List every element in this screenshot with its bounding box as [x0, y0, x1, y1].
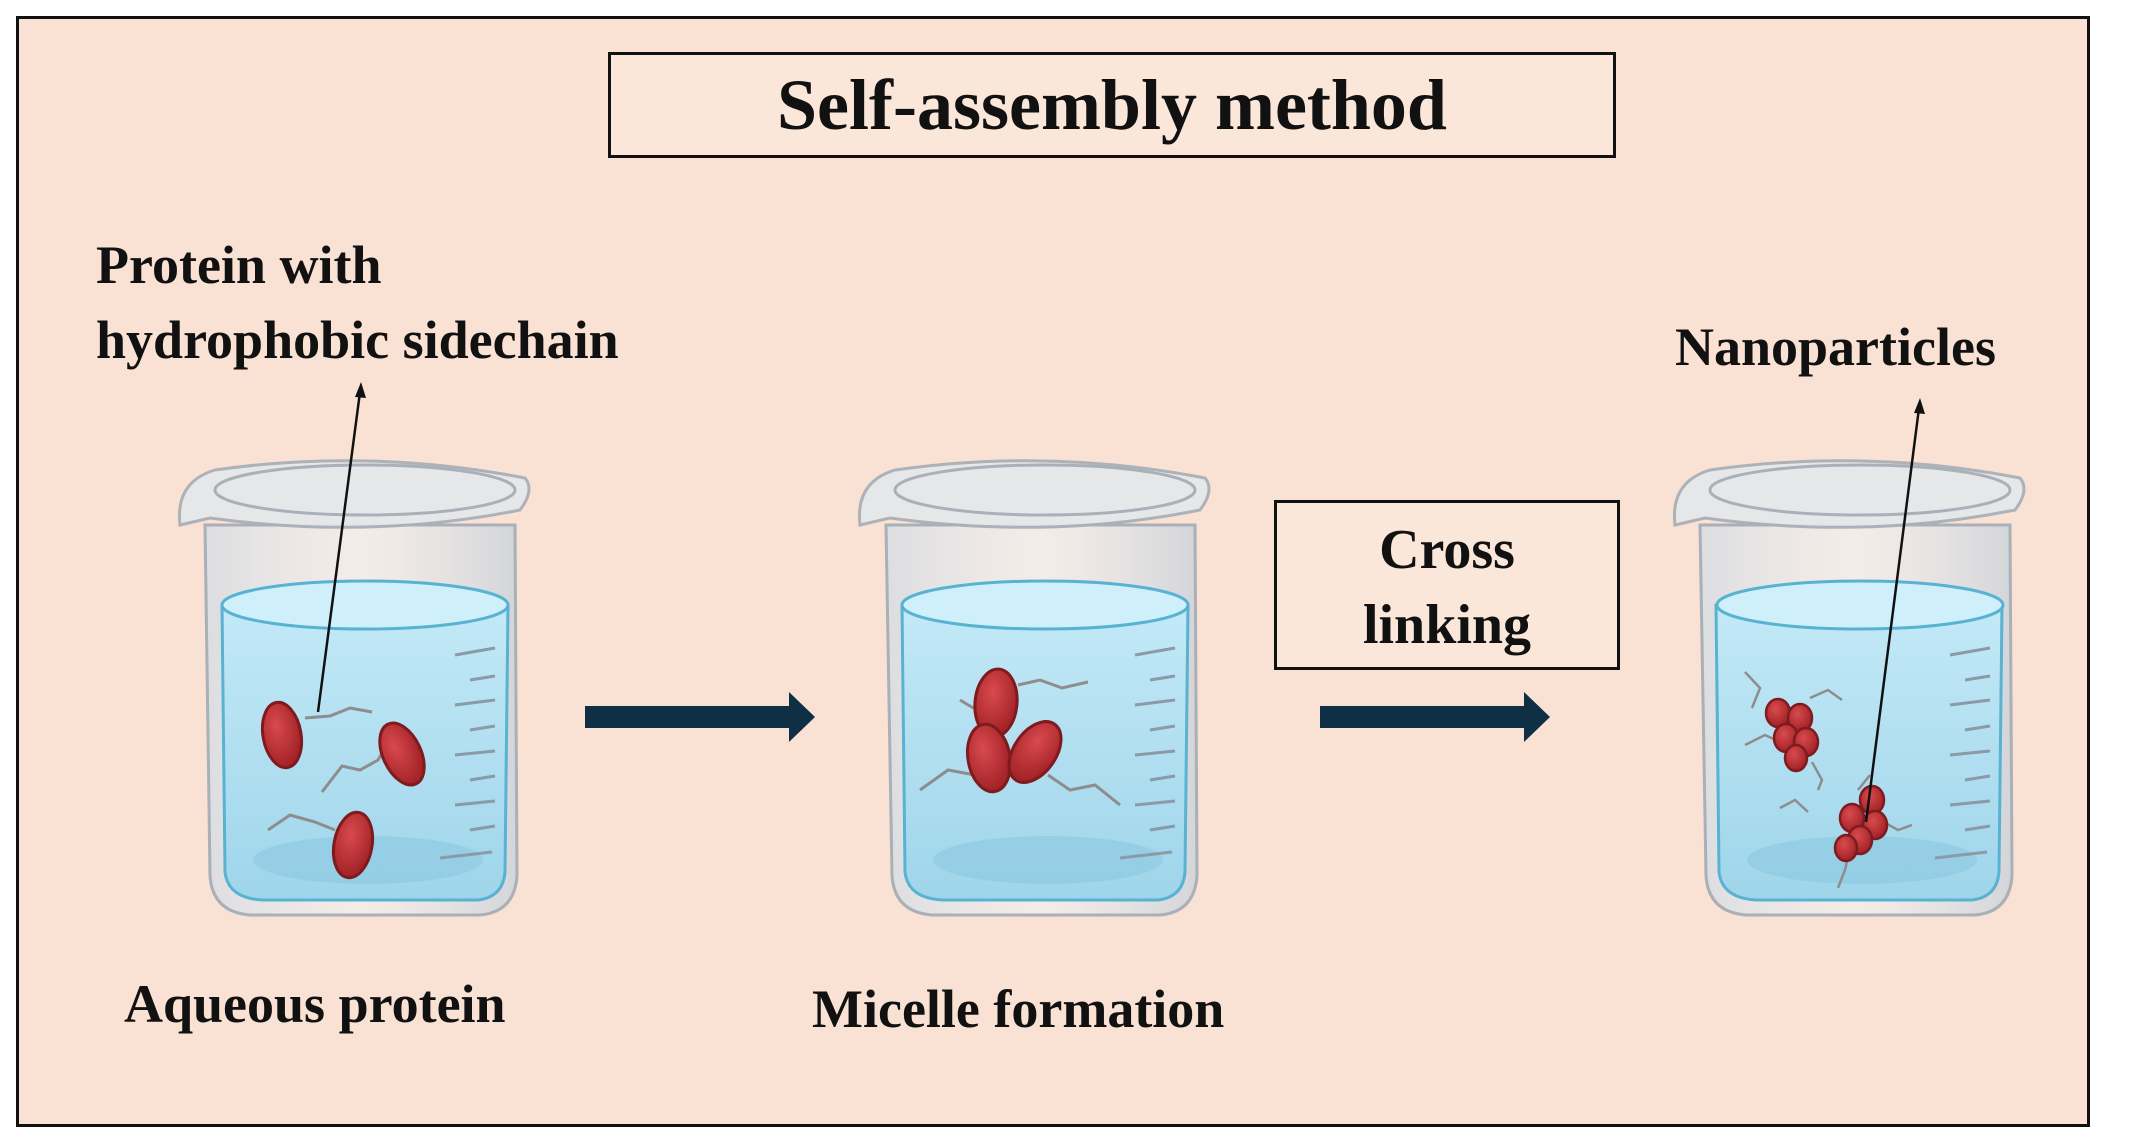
nanoparticle-bead: [1783, 743, 1809, 773]
nanoparticles-label: Nanoparticles: [1675, 317, 1996, 377]
pointer-protein-sidechain: [316, 382, 366, 713]
protein-sidechain-label-line1: Protein with: [96, 235, 382, 295]
beaker-micelle-formation: [857, 459, 1211, 917]
nanoparticle-bead: [1858, 784, 1886, 816]
cross-linking-label-line1: Cross: [1379, 519, 1515, 581]
protein-particle: [1007, 720, 1063, 784]
title-box: Self-assembly method: [608, 52, 1616, 158]
protein-particle: [378, 721, 426, 787]
beaker-aqueous-protein: [177, 459, 531, 917]
process-arrow-1: [585, 692, 815, 742]
micelle-formation-label: Micelle formation: [812, 979, 1225, 1039]
aqueous-protein-label: Aqueous protein: [124, 974, 506, 1034]
diagram-title: Self-assembly method: [777, 64, 1447, 145]
beaker-nanoparticles: [1672, 459, 2026, 917]
process-arrow-2: [1320, 692, 1550, 742]
protein-sidechain-label-line2: hydrophobic sidechain: [96, 310, 619, 370]
protein-particle: [331, 810, 375, 880]
protein-particle: [260, 700, 304, 770]
cross-linking-label-line2: linking: [1362, 594, 1532, 656]
nanoparticle-bead: [1833, 833, 1859, 863]
cross-linking-box: Cross linking: [1274, 500, 1620, 670]
pointer-nanoparticles: [1864, 398, 1925, 823]
